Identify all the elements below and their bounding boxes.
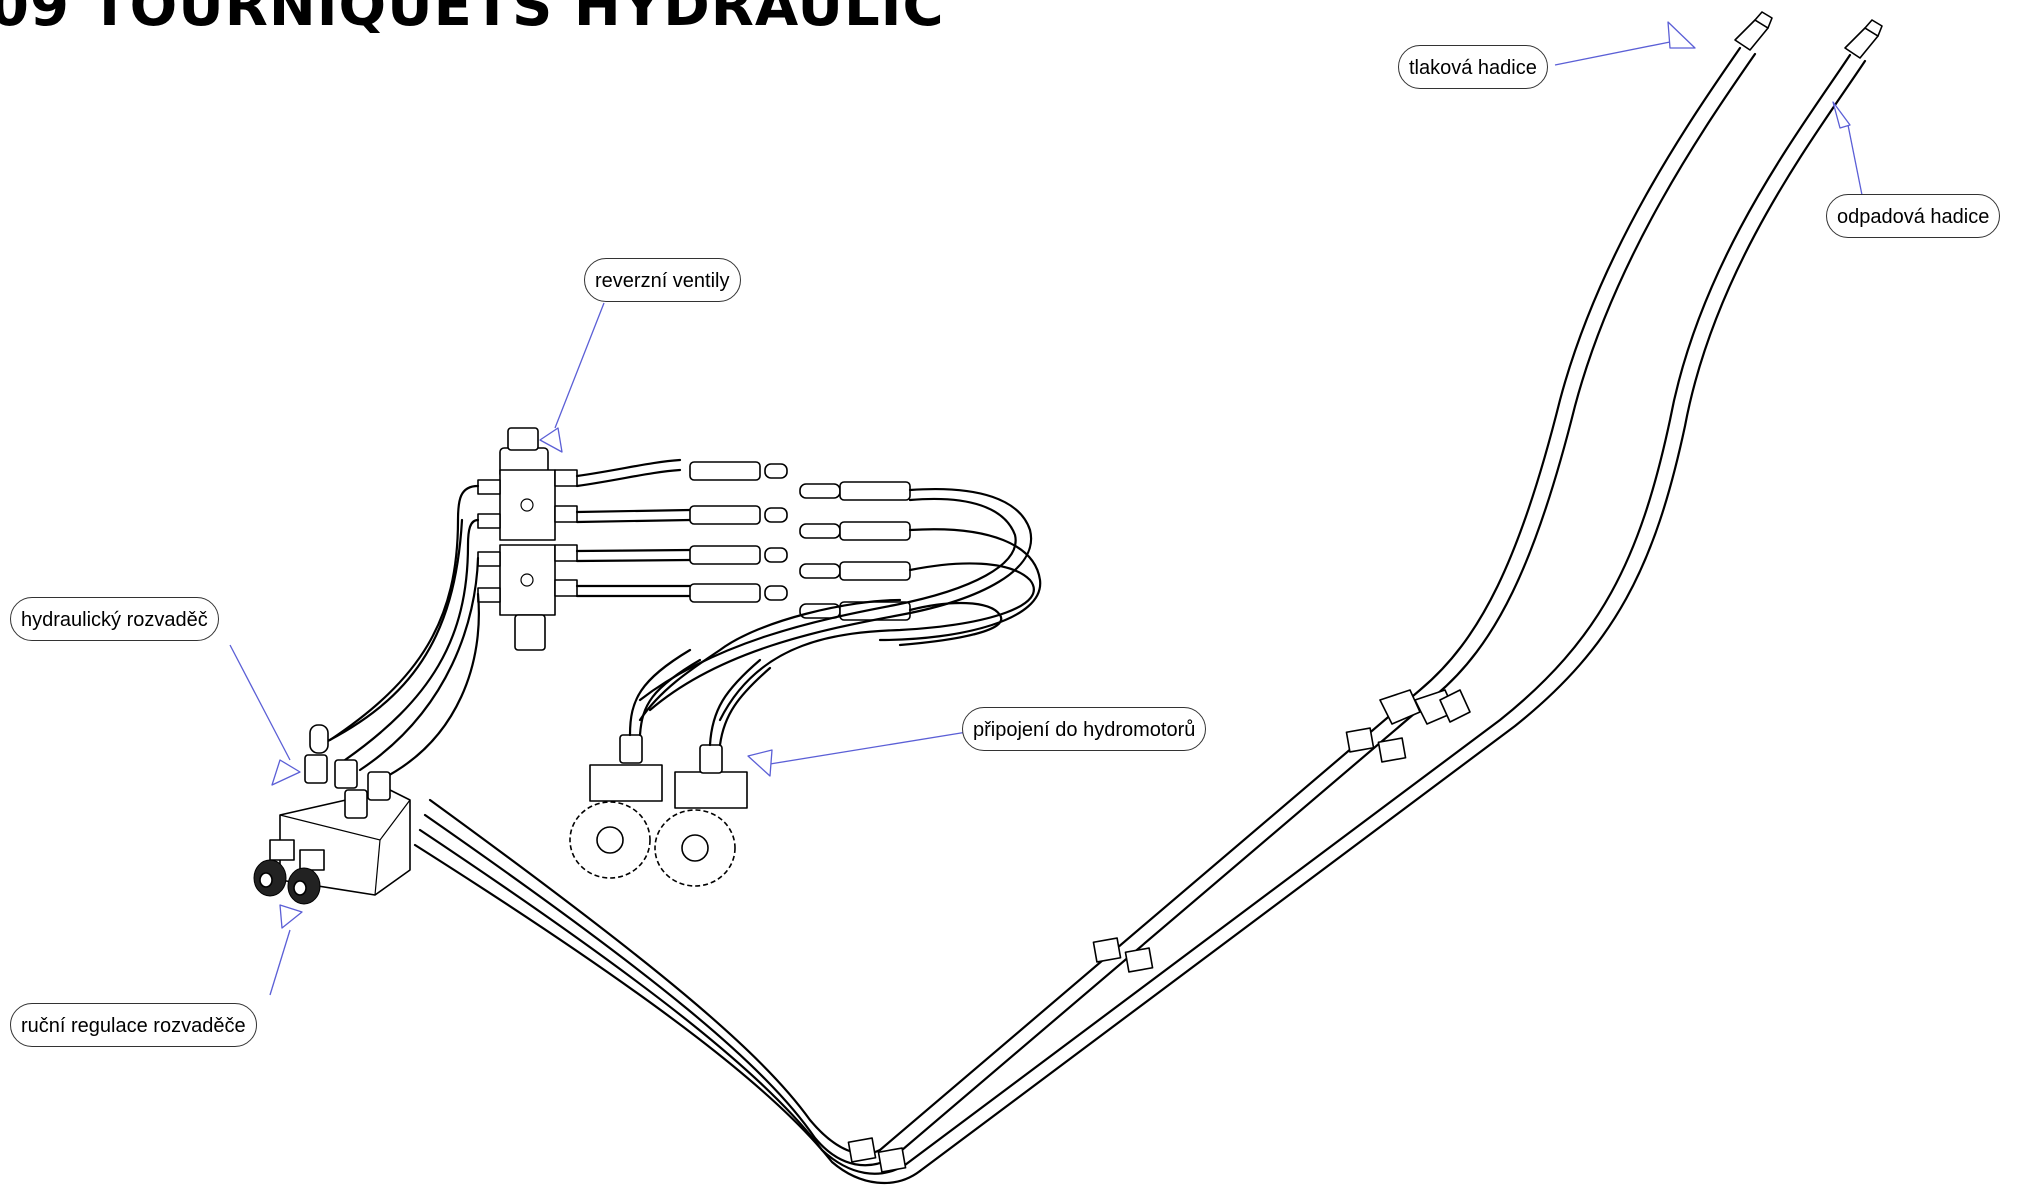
callout-pressure-hose: tlaková hadice	[1398, 45, 1548, 89]
hose-clamps	[847, 689, 1471, 1173]
hose-end-fittings	[1734, 11, 1883, 59]
hydromotors	[569, 648, 772, 887]
supply-hoses	[413, 46, 1867, 1185]
hydraulic-distributor	[253, 724, 411, 905]
diagram-title: 09 TOURNIQUETS HYDRAULIC	[0, 0, 945, 39]
reverse-valve-block	[477, 427, 578, 651]
callout-hydraulic-distributor: hydraulický rozvaděč	[10, 597, 219, 641]
callout-leaders	[229, 21, 1866, 996]
valve-output-hoses	[575, 458, 692, 598]
callout-manual-regulation: ruční regulace rozvaděče	[10, 1003, 257, 1047]
motor-loop-hoses	[638, 487, 1042, 722]
callout-motor-connection: připojení do hydromotorů	[962, 707, 1207, 751]
distributor-hoses	[318, 484, 480, 782]
quick-couplings	[689, 461, 911, 621]
callout-waste-hose: odpadová hadice	[1826, 194, 2001, 238]
callout-reverse-valves: reverzní ventily	[584, 258, 741, 302]
